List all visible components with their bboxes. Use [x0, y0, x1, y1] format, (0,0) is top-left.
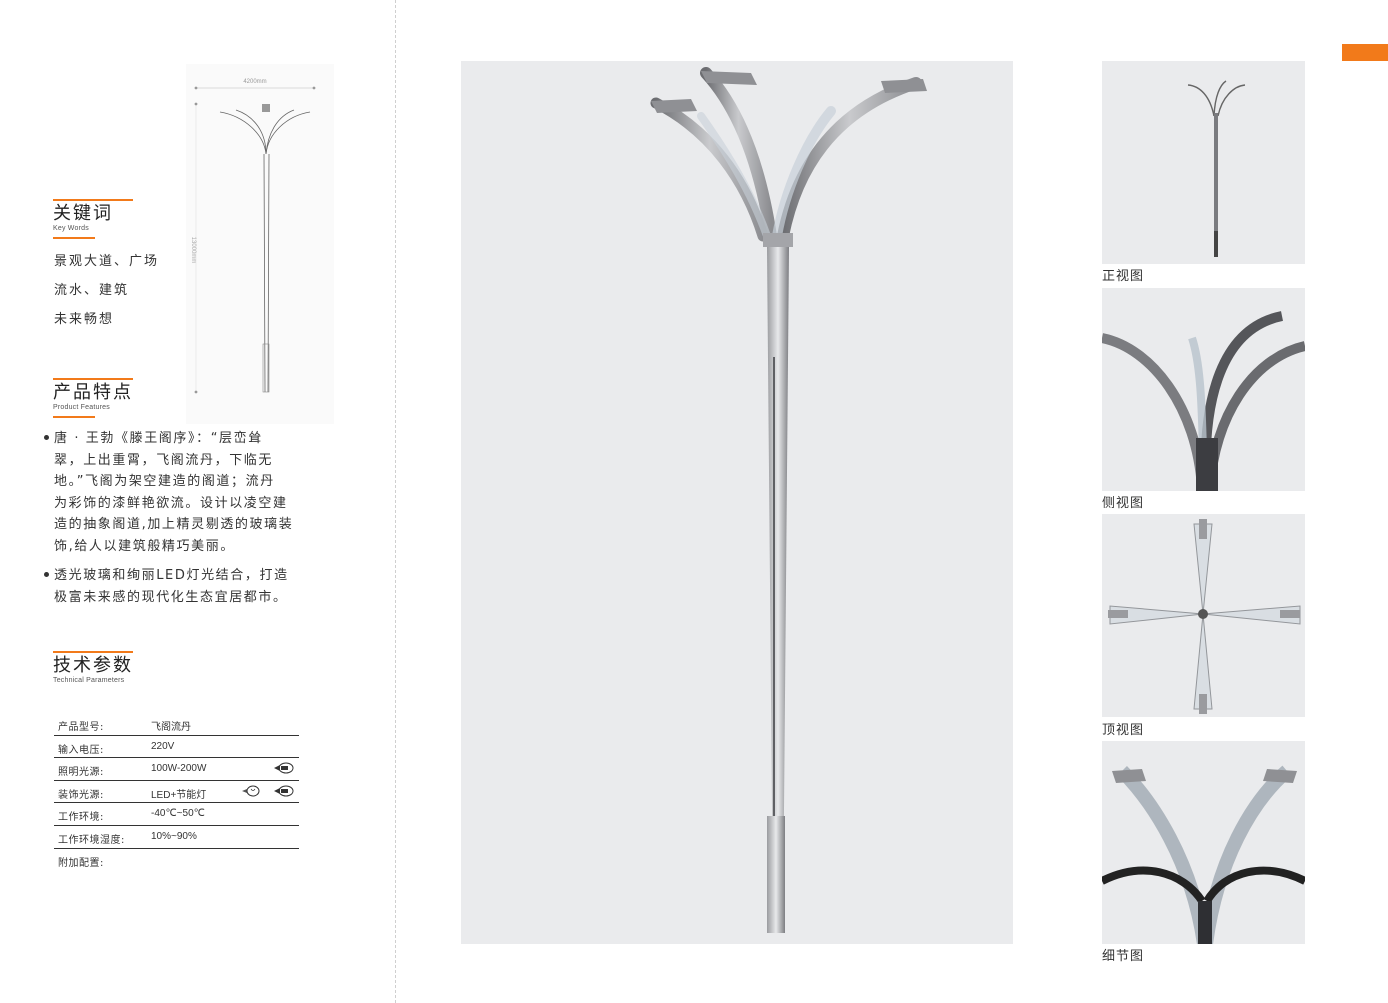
- feature-paragraph: 透光玻璃和绚丽LED灯光结合，打造 极富未来感的现代化生态宜居都市。: [44, 565, 300, 608]
- param-label: 附加配置:: [58, 857, 104, 869]
- detail-view-caption: 细节图: [1102, 949, 1145, 964]
- feature-line: 地。”飞阁为架空建造的阁道；流丹: [54, 474, 275, 489]
- keyword-item: 流水、建筑: [54, 283, 130, 298]
- param-value: LED+节能灯: [151, 789, 207, 801]
- features-subtitle: Product Features: [53, 404, 110, 411]
- params-table: 产品型号: 飞阁流丹 输入电压: 220V 照明光源: 100W-200W 装饰…: [54, 713, 299, 871]
- feature-paragraph: 唐 · 王勃《滕王阁序》：“层峦耸 翠，上出重霄，飞阁流丹，下临无 地。”飞阁为…: [44, 428, 300, 557]
- param-row: 照明光源: 100W-200W: [54, 758, 299, 781]
- param-value: -40℃~50℃: [151, 808, 205, 820]
- param-row: 附加配置:: [54, 849, 299, 872]
- param-row: 装饰光源: LED+节能灯: [54, 781, 299, 804]
- street-lamp-render: [461, 61, 1013, 944]
- feature-line: 翠，上出重霄，飞阁流丹，下临无: [54, 452, 274, 468]
- features-title: 产品特点: [53, 382, 133, 403]
- param-value: 220V: [151, 740, 175, 752]
- page-tab-marker: [1342, 44, 1388, 61]
- keyword-item: 景观大道、广场: [54, 254, 160, 269]
- param-label: 输入电压:: [58, 744, 104, 756]
- feature-line: 造的抽象阁道,加上精灵剔透的玻璃装: [54, 517, 294, 532]
- front-view-caption: 正视图: [1102, 269, 1145, 284]
- lamp-icon: [274, 785, 294, 797]
- bulb-icon: [242, 785, 260, 797]
- params-title: 技术参数: [53, 655, 133, 676]
- feature-line: 唐 · 王勃《滕王阁序》：“层峦耸: [54, 431, 263, 446]
- side-view-image: [1102, 288, 1305, 491]
- drawing-height-label: 13000mm: [190, 237, 196, 264]
- param-row: 产品型号: 飞阁流丹: [54, 713, 299, 736]
- keywords-subtitle: Key Words: [53, 225, 89, 232]
- param-label: 产品型号:: [58, 722, 104, 733]
- front-view-image: [1102, 61, 1305, 264]
- keyword-item: 未来畅想: [54, 312, 115, 327]
- bullet-dot: [44, 435, 49, 440]
- technical-drawing: 4200mm 13000mm: [186, 64, 334, 424]
- param-row: 工作环境湿度: 10%~90%: [54, 826, 299, 849]
- feature-line: 极富未来感的现代化生态宜居都市。: [54, 589, 288, 605]
- param-label: 工作环境湿度:: [58, 834, 125, 846]
- top-view-caption: 顶视图: [1102, 723, 1145, 738]
- top-view-image: [1102, 514, 1305, 717]
- detail-view-image: [1102, 741, 1305, 944]
- params-heading: 技术参数 Technical Parameters: [53, 651, 133, 685]
- param-label: 工作环境:: [58, 812, 104, 824]
- param-value: 10%~90%: [151, 830, 197, 842]
- feature-line: 饰,给人以建筑般精巧美丽。: [54, 538, 235, 554]
- param-row: 输入电压: 220V: [54, 736, 299, 759]
- lamp-icon: [274, 762, 294, 774]
- param-row: 工作环境: -40℃~50℃: [54, 803, 299, 826]
- feature-line: 透光玻璃和绚丽LED灯光结合，打造: [54, 568, 289, 583]
- side-view-caption: 侧视图: [1102, 496, 1145, 511]
- params-subtitle: Technical Parameters: [53, 677, 125, 684]
- bullet-dot: [44, 572, 49, 577]
- feature-line: 为彩饰的漆鲜艳欲流。设计以凌空建: [54, 495, 288, 511]
- keywords-heading: 关键词 Key Words: [53, 199, 133, 239]
- param-label: 装饰光源:: [58, 789, 104, 801]
- page-divider: [395, 0, 396, 1003]
- param-value: 飞阁流丹: [151, 722, 191, 733]
- param-value: 100W-200W: [151, 763, 207, 775]
- keywords-title: 关键词: [53, 203, 113, 224]
- drawing-width-label: 4200mm: [243, 79, 266, 85]
- features-heading: 产品特点 Product Features: [53, 378, 133, 418]
- param-label: 照明光源:: [58, 767, 104, 779]
